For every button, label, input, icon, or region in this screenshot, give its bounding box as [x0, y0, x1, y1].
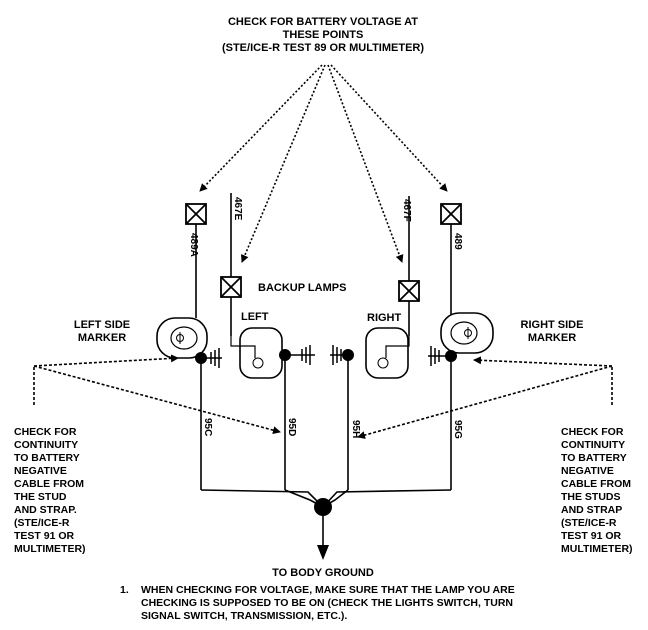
left-note-line: CABLE FROM — [14, 478, 84, 490]
left-note-line: TEST 91 OR — [14, 530, 75, 542]
wire-label-467f: 467F — [401, 199, 412, 222]
left-note-line: TO BATTERY — [14, 452, 80, 464]
right-note-line: THE STUDS — [561, 491, 621, 503]
wire-label-467e: 467E — [232, 197, 243, 221]
wire-label-95g: 95G — [452, 420, 463, 439]
wire-label-95h: 95H — [350, 420, 361, 438]
wire-label-95d: 95D — [286, 418, 297, 436]
right-note-line: CONTINUITY — [561, 439, 626, 451]
left-note-line: CHECK FOR — [14, 426, 77, 438]
ground-studs — [195, 349, 457, 364]
left-note-line: MULTIMETER) — [14, 543, 86, 555]
connector-467f — [398, 280, 420, 302]
header-line-1: CHECK FOR BATTERY VOLTAGE AT — [228, 16, 418, 28]
to-body-ground-label: TO BODY GROUND — [272, 567, 374, 579]
right-note-line: CHECK FOR — [561, 426, 624, 438]
right-note-line: (STE/ICE-R — [561, 517, 617, 529]
wire-label-489a: 489A — [188, 233, 199, 257]
connector-467e — [220, 276, 242, 298]
arrow-to-489 — [330, 64, 448, 192]
continuity-check-arrows — [33, 354, 613, 439]
right-note-line: MULTIMETER) — [561, 543, 633, 555]
arrow-to-467e — [241, 64, 326, 263]
right-lamp-label: RIGHT — [367, 312, 402, 324]
left-side-marker-lamp — [156, 317, 208, 359]
right-note-line: AND STRAP — [561, 504, 623, 516]
left-note-line: NEGATIVE — [14, 465, 67, 477]
header-line-3: (STE/ICE-R TEST 89 OR MULTIMETER) — [222, 42, 424, 54]
left-lamp-label: LEFT — [241, 311, 269, 323]
footnote-line: SIGNAL SWITCH, TRANSMISSION, ETC.). — [141, 610, 348, 622]
left-note-line: AND STRAP. — [14, 504, 77, 516]
right-note-line: TEST 91 OR — [561, 530, 622, 542]
connector-489 — [440, 203, 462, 225]
left-note-line: CONTINUITY — [14, 439, 79, 451]
right-note-line: CABLE FROM — [561, 478, 631, 490]
footnote-line: WHEN CHECKING FOR VOLTAGE, MAKE SURE THA… — [141, 584, 515, 596]
footnote-line: CHECKING IS SUPPOSED TO BE ON (CHECK THE… — [141, 597, 513, 609]
connector-489a — [185, 203, 207, 225]
right-side-marker-lamp — [440, 312, 494, 354]
wires — [195, 193, 452, 548]
header-line-2: THESE POINTS — [283, 29, 364, 41]
left-note-line: (STE/ICE-R — [14, 517, 70, 529]
left-side-marker-label-1: LEFT SIDE — [74, 319, 130, 331]
right-side-marker-label-1: RIGHT SIDE — [521, 319, 584, 331]
voltage-check-arrows — [199, 64, 448, 263]
arrow-to-489a — [199, 64, 323, 192]
wire-label-95c: 95C — [202, 418, 213, 436]
footnote-text: WHEN CHECKING FOR VOLTAGE, MAKE SURE THA… — [141, 584, 646, 623]
left-backup-lamp — [230, 327, 283, 379]
footnote-number: 1. — [120, 584, 129, 596]
left-note-line: THE STUD — [14, 491, 67, 503]
wire-label-489: 489 — [452, 233, 463, 250]
right-side-marker-label-2: MARKER — [528, 332, 576, 344]
backup-lamps-label: BACKUP LAMPS — [258, 282, 346, 294]
left-continuity-note: CHECK FOR CONTINUITY TO BATTERY NEGATIVE… — [14, 426, 134, 556]
ground-arrow-icon — [317, 545, 329, 560]
arrow-to-467f — [327, 64, 404, 263]
right-continuity-note: CHECK FOR CONTINUITY TO BATTERY NEGATIVE… — [561, 426, 646, 556]
ground-straps — [198, 345, 451, 368]
right-note-line: NEGATIVE — [561, 465, 614, 477]
ground-junction — [314, 498, 332, 516]
left-side-marker-label-2: MARKER — [78, 332, 126, 344]
right-note-line: TO BATTERY — [561, 452, 627, 464]
right-backup-lamp — [365, 327, 410, 379]
